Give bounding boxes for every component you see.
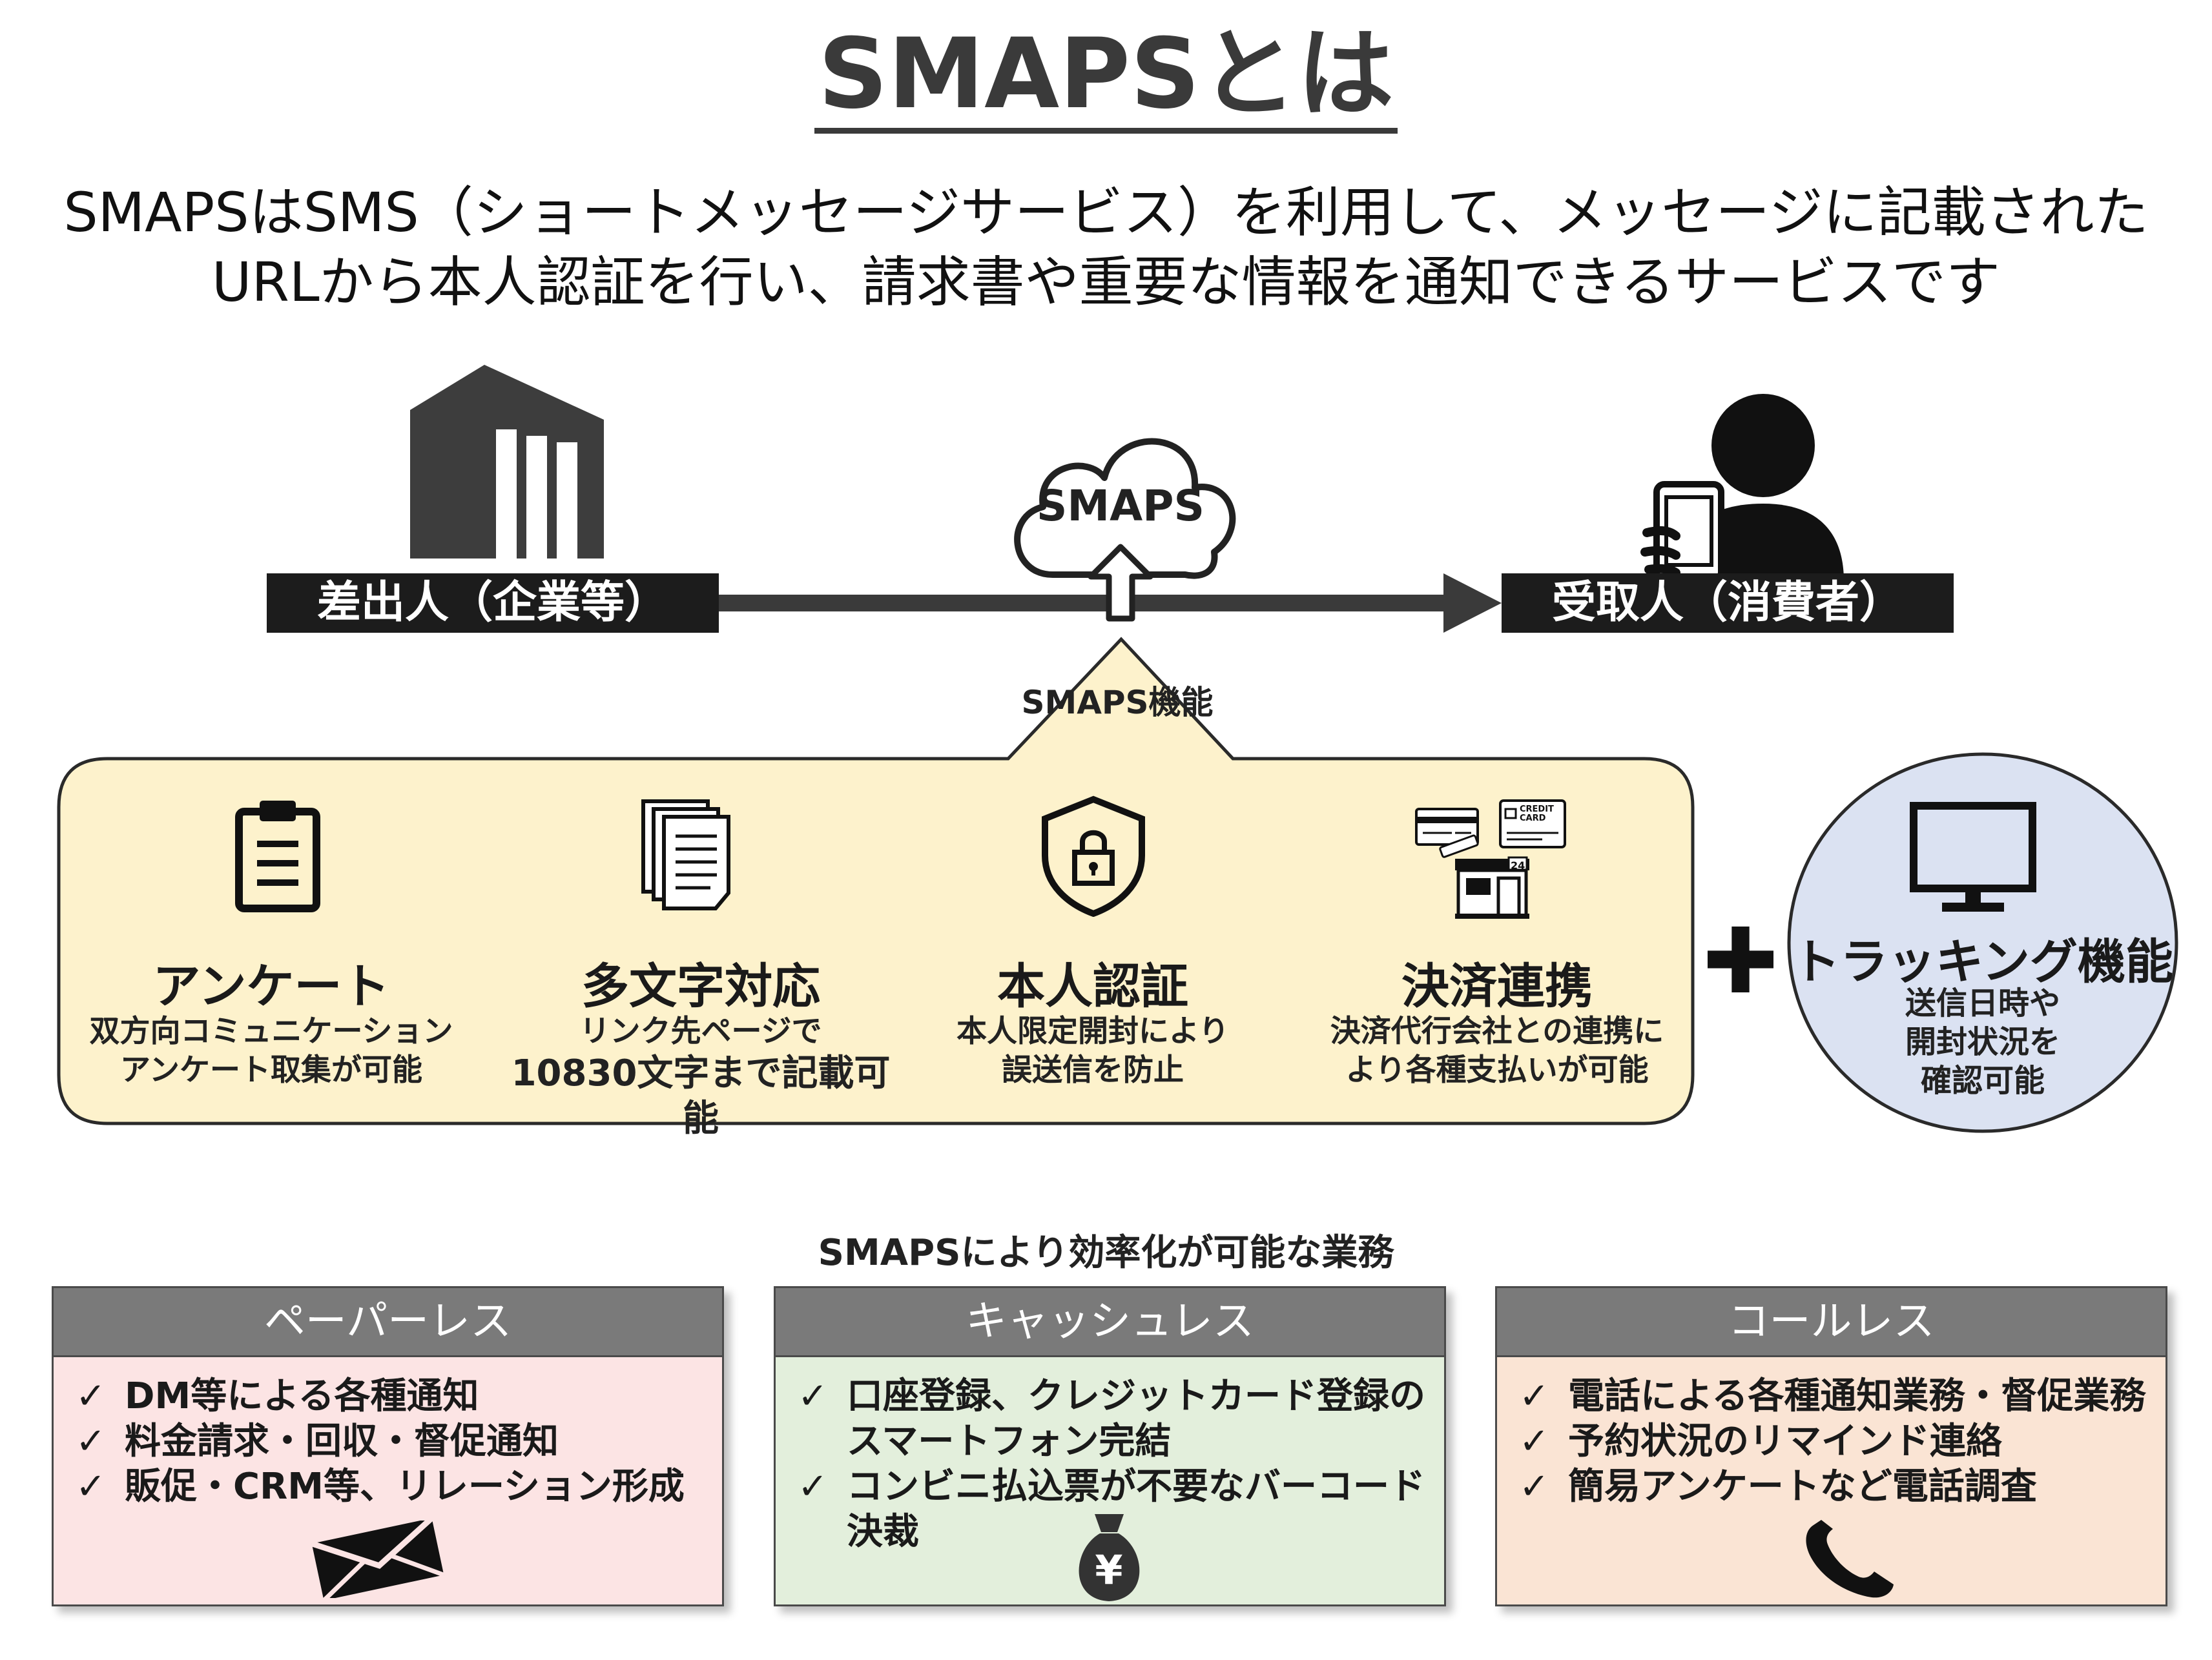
list-item: 決裁 — [798, 1510, 1431, 1555]
sender-label: 差出人（企業等） — [267, 573, 719, 633]
feature-payment-desc: 決済代行会社との連携に より各種支払いが可能 — [1290, 1012, 1704, 1090]
clipboard-icon — [235, 801, 320, 912]
check-icon: ✓ — [1519, 1466, 1549, 1508]
flow-arrow-head — [1443, 573, 1502, 633]
feature-survey-desc: 双方向コミュニケーション アンケート取集が可能 — [65, 1012, 478, 1090]
description-line-1: SMAPSはSMS（ショートメッセージサービス）を利用して、メッセージに記載され… — [63, 181, 2149, 244]
card-paperless-items: ✓ DM等による各種通知 ✓ 料金請求・回収・督促通知 ✓ 販促・CRM等、リレーショ… — [54, 1357, 722, 1510]
card-callless-items: ✓ 電話による各種通知業務・督促業務 ✓ 予約状況のリマインド連絡 ✓ 簡易アンケート… — [1497, 1357, 2165, 1510]
phone-icon — [1806, 1520, 1894, 1598]
cloud-label: SMAPS — [1036, 481, 1205, 531]
plus-icon: ✚ — [1702, 909, 1779, 1014]
tracking-desc-line-3: 確認可能 — [1920, 1063, 2045, 1099]
feature-auth-desc-line-1: 本人限定開封により — [956, 1014, 1230, 1049]
check-icon: ✓ — [798, 1375, 828, 1417]
store-number: 24 — [1511, 859, 1525, 872]
credit-card-text-line-1: CREDIT — [1520, 804, 1554, 814]
check-icon: ✓ — [798, 1466, 828, 1508]
shield-lock-icon — [1042, 795, 1145, 917]
page-title-text: SMAPSとは — [814, 26, 1398, 134]
feature-payment-name: 決済連携 — [1401, 959, 1593, 1014]
tracking-name: トラッキング機能 — [1792, 934, 2173, 990]
list-item-text: 販促・CRM等、リレーション形成 — [125, 1466, 685, 1508]
list-item: ✓ 簡易アンケートなど電話調査 — [1519, 1464, 2153, 1510]
check-icon: ✓ — [1519, 1375, 1549, 1417]
feature-multichar-desc-line-1: リンク先ページで — [579, 1014, 822, 1049]
feature-multichar-desc: リンク先ページで 10830文字まで記載可能 — [494, 1012, 907, 1142]
check-icon: ✓ — [76, 1466, 106, 1508]
page-title: SMAPSとは — [0, 26, 2212, 134]
list-item-text: 簡易アンケートなど電話調査 — [1568, 1466, 2037, 1508]
building-icon — [410, 365, 604, 558]
list-item: ✓ DM等による各種通知 — [76, 1374, 709, 1419]
description-line-2: URLから本人認証を行い、請求書や重要な情報を通知できるサービスです — [212, 251, 2000, 314]
list-item-text: 口座登録、クレジットカード登録の — [847, 1375, 1425, 1417]
list-item-text: スマートフォン完結 — [847, 1420, 1172, 1462]
cloud-icon — [1014, 438, 1236, 622]
feature-auth-desc-line-2: 誤送信を防止 — [1002, 1052, 1184, 1088]
card-paperless-title: ペーパーレス — [54, 1288, 722, 1357]
feature-payment-desc-line-2: より各種支払いが可能 — [1345, 1052, 1649, 1088]
feature-survey-desc-line-1: 双方向コミュニケーション — [89, 1014, 453, 1049]
tracking-desc-line-2: 開封状況を — [1905, 1024, 2060, 1060]
check-icon: ✓ — [76, 1420, 106, 1462]
list-item-text: コンビニ払込票が不要なバーコード — [847, 1466, 1425, 1508]
feature-survey-name: アンケート — [152, 959, 390, 1014]
receiver-label: 受取人（消費者） — [1502, 573, 1954, 633]
list-item: ✓ 予約状況のリマインド連絡 — [1519, 1419, 2153, 1464]
money-bag-icon: ¥ — [1079, 1514, 1140, 1601]
list-item-text: 決裁 — [847, 1511, 919, 1553]
list-item: ✓ 電話による各種通知業務・督促業務 — [1519, 1374, 2153, 1419]
check-icon: ✓ — [1519, 1420, 1549, 1462]
envelope-icon — [311, 1521, 445, 1598]
efficiency-caption: SMAPSにより効率化が可能な業務 — [818, 1232, 1394, 1274]
check-icon: ✓ — [76, 1375, 106, 1417]
card-cashless-items: ✓ 口座登録、クレジットカード登録の スマートフォン完結 ✓ コンビニ払込票が不要な… — [776, 1357, 1444, 1555]
feature-multichar-desc-line-2: 10830文字まで記載可能 — [511, 1052, 891, 1140]
feature-payment-desc-line-1: 決済代行会社との連携に — [1330, 1014, 1664, 1049]
description: SMAPSはSMS（ショートメッセージサービス）を利用して、メッセージに記載され… — [0, 178, 2212, 317]
tracking-circle — [1787, 752, 2178, 1133]
card-callless-title: コールレス — [1497, 1288, 2165, 1357]
list-item: ✓ 料金請求・回収・督促通知 — [76, 1419, 709, 1464]
monitor-icon — [1910, 802, 2036, 912]
list-item-text: 料金請求・回収・督促通知 — [125, 1420, 559, 1462]
list-item: ✓ コンビニ払込票が不要なバーコード — [798, 1464, 1431, 1510]
list-item-text: 予約状況のリマインド連絡 — [1568, 1420, 2002, 1462]
documents-icon — [641, 799, 730, 910]
feature-auth-desc: 本人限定開封により 誤送信を防止 — [886, 1012, 1299, 1090]
person-with-phone-icon — [1640, 394, 1844, 581]
tracking-desc-line-1: 送信日時や — [1905, 985, 2060, 1021]
credit-card-text-line-2: CARD — [1520, 814, 1546, 823]
functions-caption: SMAPS機能 — [1021, 684, 1214, 721]
flow-line — [719, 595, 1454, 611]
card-cashless-title: キャッシュレス — [776, 1288, 1444, 1357]
feature-panel — [57, 637, 1695, 1125]
list-item: スマートフォン完結 — [798, 1419, 1431, 1464]
feature-survey-desc-line-2: アンケート取集が可能 — [119, 1052, 423, 1088]
list-item-text: DM等による各種通知 — [125, 1375, 479, 1417]
list-item: ✓ 口座登録、クレジットカード登録の — [798, 1374, 1431, 1419]
feature-multichar-name: 多文字対応 — [581, 959, 820, 1014]
feature-auth-name: 本人認証 — [997, 959, 1188, 1014]
yen-symbol: ¥ — [1095, 1546, 1122, 1593]
payment-store-icon: CREDIT CARD 24 — [1415, 799, 1566, 919]
list-item: ✓ 販促・CRM等、リレーション形成 — [76, 1464, 709, 1510]
tracking-desc: 送信日時や 開封状況を 確認可能 — [1783, 984, 2183, 1100]
list-item-text: 電話による各種通知業務・督促業務 — [1568, 1375, 2146, 1417]
